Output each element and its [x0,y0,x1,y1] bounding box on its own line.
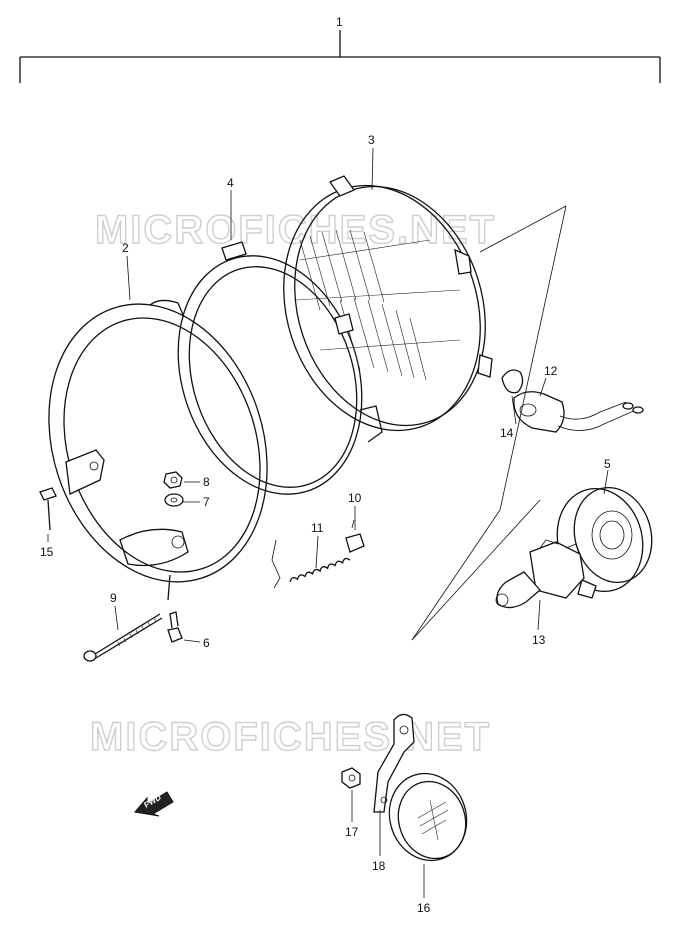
callout-13: 13 [532,633,546,647]
nut-and-washer [163,471,184,507]
spring [271,539,351,589]
watermark-top: MICROFICHES.NET [95,208,496,252]
callout-3: 3 [368,133,375,147]
watermark-bottom: MICROFICHES.NET [90,715,491,759]
callout-10: 10 [348,491,362,505]
callout-12: 12 [544,364,558,378]
callout-numbers: 1 2 3 4 5 6 7 8 9 10 11 12 13 14 15 16 1… [40,15,611,915]
callout-8: 8 [203,475,210,489]
headlamp-unit [283,175,493,432]
callout-17: 17 [345,825,359,839]
headlamp-rim [48,299,268,601]
callout-6: 6 [203,636,210,650]
callout-9: 9 [110,591,117,605]
reflector-bracket [373,713,415,813]
bulb-socket-assembly [501,369,644,433]
callout-4: 4 [227,176,234,190]
assembly-bracket [19,30,661,83]
callout-14: 14 [500,426,514,440]
callout-5: 5 [604,457,611,471]
callout-15: 15 [40,545,54,559]
callout-16: 16 [417,901,431,915]
headlamp-bulb [495,539,585,609]
callout-1: 1 [336,15,343,29]
screw-15 [39,487,57,531]
callout-11: 11 [311,521,324,535]
forward-arrow-icon: FWD [134,791,174,817]
leader-lines [47,147,609,898]
callout-18: 18 [372,859,386,873]
long-screw [83,613,163,662]
spring-clip [345,519,365,553]
nut-17 [341,767,361,789]
adjusting-screw [167,611,183,643]
projection-lines [411,205,567,641]
callout-7: 7 [203,495,210,509]
mounting-ring [177,241,383,495]
callout-2: 2 [122,241,129,255]
reflector [388,772,468,862]
